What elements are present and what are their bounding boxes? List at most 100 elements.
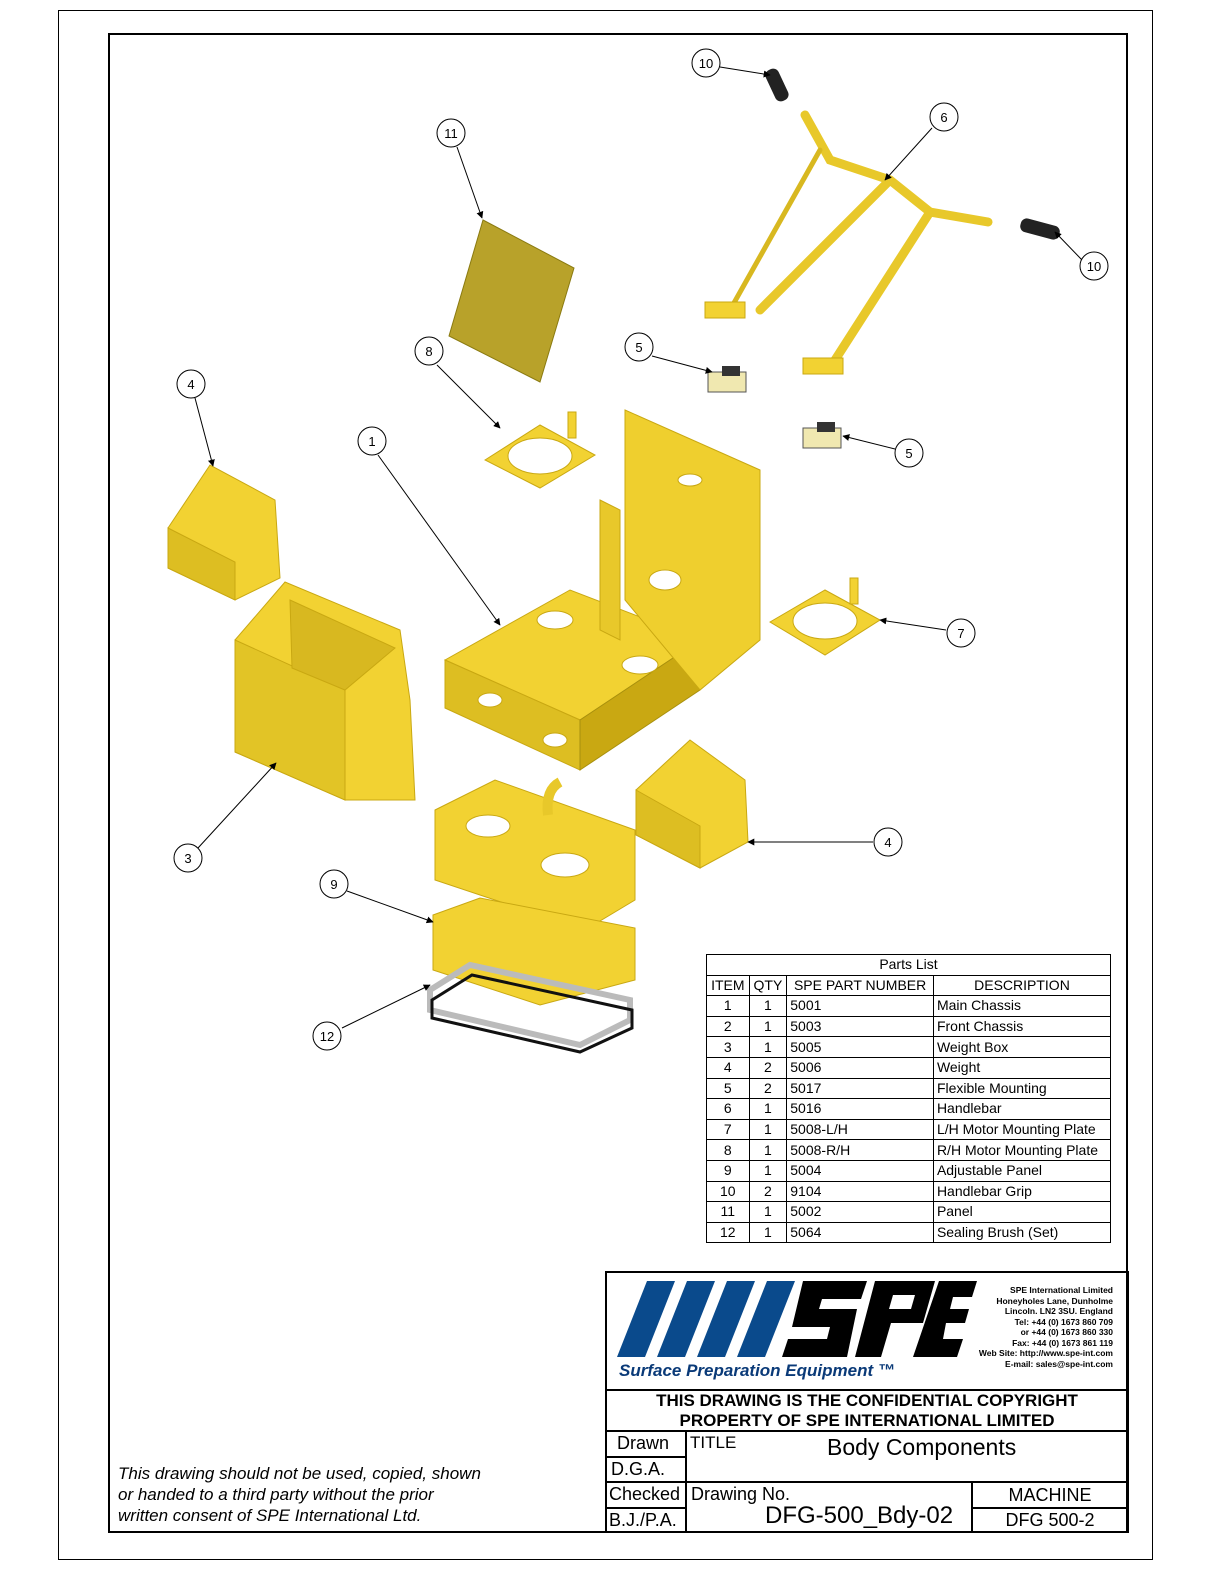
checked-value: B.J./P.A.	[609, 1510, 677, 1530]
title-label: TITLE	[690, 1433, 737, 1452]
callout-circles	[173, 48, 1109, 1051]
usage-notice: This drawing should not be used, copied,…	[118, 1463, 481, 1526]
callout-label: 10	[1087, 259, 1101, 274]
company-tagline: Surface Preparation Equipment ™	[619, 1361, 895, 1380]
divider	[971, 1481, 973, 1531]
qty-cell: 1	[748, 1221, 788, 1244]
drawing-no-value: DFG-500_Bdy-02	[765, 1502, 954, 1529]
callout-label: 11	[444, 126, 458, 141]
divider	[973, 1507, 1127, 1509]
callout-8	[414, 336, 444, 366]
column-header: SPE PART NUMBER	[786, 974, 934, 997]
callout-label: 12	[320, 1029, 334, 1044]
checked-label: Checked	[609, 1484, 681, 1504]
address-line: Honeyholes Lane, Dunholme	[996, 1295, 1113, 1306]
part-lh-motor-plate	[769, 577, 881, 656]
qty-cell: 1	[748, 1201, 788, 1223]
item-cell: 3	[706, 1036, 750, 1058]
callout-5	[624, 332, 654, 362]
callout-label: 1	[368, 434, 375, 449]
column-header: QTY	[748, 974, 788, 997]
item-cell: 12	[706, 1221, 750, 1244]
address-line: Web Site: http://www.spe-int.com	[978, 1348, 1113, 1358]
callout-6	[929, 102, 959, 132]
column-header: DESCRIPTION	[932, 974, 1112, 997]
description-cell: Front Chassis	[932, 1015, 1112, 1038]
confidential-line: PROPERTY OF SPE INTERNATIONAL LIMITED	[679, 1411, 1055, 1430]
callout-labels: 1 3 4 4 5 5 6 7 8 9 10 10 11 12	[184, 56, 1101, 1044]
description-cell: Panel	[932, 1201, 1112, 1223]
qty-cell: 1	[748, 1098, 788, 1120]
callout-9	[319, 869, 349, 899]
part-rh-motor-plate	[483, 411, 597, 489]
company-address: SPE International Limited Honeyholes Lan…	[979, 1285, 1113, 1369]
callout-12	[312, 1021, 342, 1051]
parts-list-header-row: ITEM QTY SPE PART NUMBER DESCRIPTION	[706, 974, 1112, 997]
callout-10	[691, 48, 721, 78]
column-header: ITEM	[706, 974, 750, 997]
qty-cell: 1	[748, 1159, 788, 1182]
callout-label: 5	[905, 446, 912, 461]
part-flexible-mounting	[707, 366, 842, 449]
drawn-label: Drawn	[617, 1433, 670, 1453]
drawing-sheet-border	[58, 10, 1153, 1560]
title-block: Surface Preparation Equipment ™ SPE Inte…	[605, 1271, 1129, 1533]
machine-value: DFG 500-2	[1005, 1510, 1095, 1530]
address-line: Lincoln. LN2 3SU. England	[1004, 1306, 1113, 1316]
drawn-value: D.G.A.	[611, 1459, 666, 1479]
item-cell: 7	[706, 1118, 750, 1141]
divider	[607, 1456, 685, 1458]
callout-5	[894, 438, 924, 468]
part-number-cell: 5001	[786, 995, 934, 1017]
company-logo-area: Surface Preparation Equipment ™ SPE Inte…	[607, 1273, 1127, 1391]
part-number-cell: 5016	[786, 1098, 934, 1120]
description-cell: Main Chassis	[932, 995, 1112, 1017]
divider	[607, 1481, 1127, 1483]
title-value: Body Components	[827, 1434, 1017, 1460]
callout-10	[1079, 251, 1109, 281]
description-cell: L/H Motor Mounting Plate	[932, 1118, 1112, 1141]
description-cell: Sealing Brush (Set)	[932, 1221, 1112, 1244]
part-number-cell: 9104	[786, 1180, 934, 1203]
part-number-cell: 5004	[786, 1159, 934, 1182]
qty-cell: 1	[748, 995, 788, 1017]
description-cell: Handlebar Grip	[932, 1180, 1112, 1203]
notice-line: written consent of SPE International Ltd…	[118, 1506, 422, 1525]
callout-label: 4	[884, 835, 891, 850]
qty-cell: 1	[748, 1015, 788, 1038]
machine-label: MACHINE	[1008, 1485, 1092, 1505]
address-line: E-mail: sales@spe-int.com	[1005, 1358, 1113, 1369]
address-line: SPE International Limited	[1010, 1285, 1113, 1295]
item-cell: 4	[706, 1056, 750, 1079]
description-cell: Weight	[932, 1056, 1112, 1079]
part-weight-box	[234, 581, 416, 801]
item-cell: 6	[706, 1098, 750, 1120]
description-cell: Adjustable Panel	[932, 1159, 1112, 1182]
part-handlebar	[704, 110, 993, 375]
qty-cell: 1	[748, 1118, 788, 1141]
address-line: or +44 (0) 1673 860 330	[1020, 1327, 1113, 1337]
part-number-cell: 5008-R/H	[786, 1139, 934, 1161]
callout-label: 5	[635, 340, 642, 355]
address-line: Fax: +44 (0) 1673 861 119	[1012, 1337, 1113, 1348]
callout-label: 7	[957, 626, 964, 641]
item-cell: 8	[706, 1139, 750, 1161]
part-number-cell: 5003	[786, 1015, 934, 1038]
callout-label: 4	[187, 377, 194, 392]
part-number-cell: 5002	[786, 1201, 934, 1223]
address-line: Tel: +44 (0) 1673 860 709	[1014, 1316, 1113, 1327]
parts-list-caption: Parts List	[706, 954, 1111, 976]
callout-label: 3	[184, 851, 191, 866]
item-cell: 10	[706, 1180, 750, 1203]
leader-lines	[194, 66, 1083, 1029]
